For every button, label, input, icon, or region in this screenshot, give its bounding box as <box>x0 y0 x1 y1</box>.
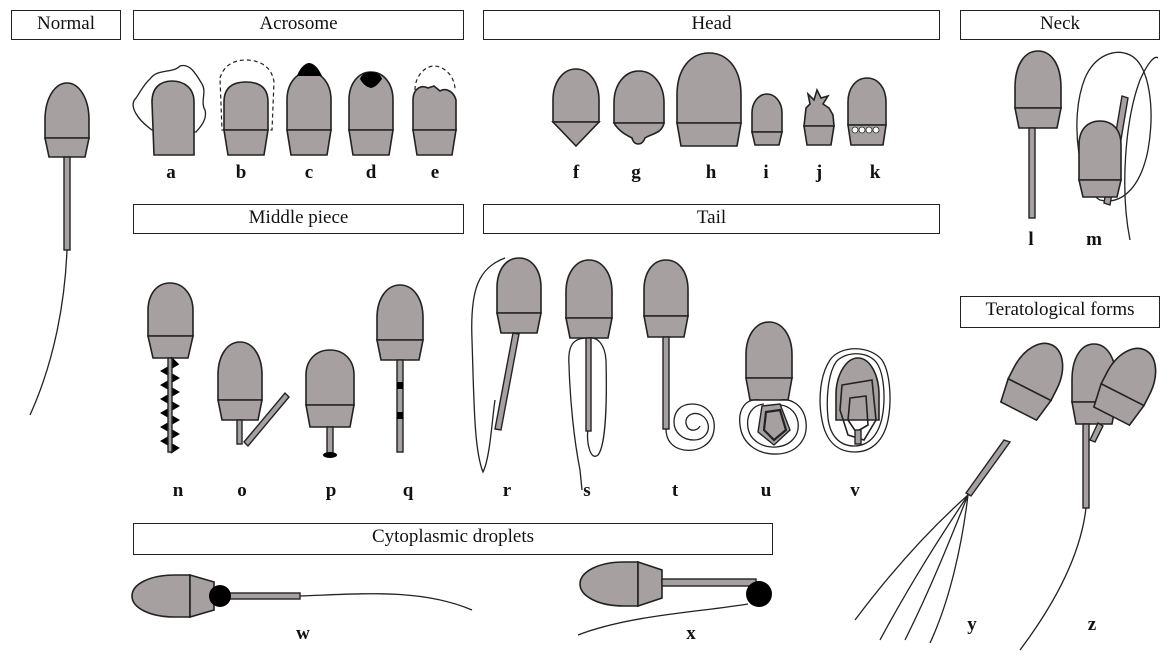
sperm-tail-t <box>644 260 714 450</box>
sperm-head-j <box>804 90 834 145</box>
sperm-tail-r <box>472 258 541 472</box>
sperm-teratological-y <box>855 334 1074 643</box>
label-t: t <box>672 480 678 502</box>
label-q: q <box>403 480 414 502</box>
sperm-middle-piece-p <box>306 350 354 458</box>
label-a: a <box>166 162 176 184</box>
label-r: r <box>503 480 511 502</box>
sperm-head-f <box>553 69 599 146</box>
label-c: c <box>305 162 313 184</box>
sperm-middle-piece-o <box>218 342 289 446</box>
sperm-neck-m <box>1077 52 1158 240</box>
label-o: o <box>237 480 247 502</box>
sperm-cytoplasmic-x <box>578 562 772 635</box>
label-u: u <box>761 480 772 502</box>
label-k: k <box>870 162 881 184</box>
label-g: g <box>631 162 641 184</box>
label-s: s <box>583 480 590 502</box>
label-h: h <box>706 162 717 184</box>
label-m: m <box>1086 229 1102 251</box>
label-f: f <box>573 162 579 184</box>
label-v: v <box>850 480 860 502</box>
sperm-acrosome-c <box>287 63 331 155</box>
label-i: i <box>763 162 768 184</box>
label-z: z <box>1088 614 1096 636</box>
label-w: w <box>296 623 310 645</box>
sperm-head-i <box>752 94 782 145</box>
label-b: b <box>236 162 247 184</box>
label-j: j <box>816 162 822 184</box>
sperm-head-k <box>848 78 886 145</box>
label-d: d <box>366 162 377 184</box>
sperm-tail-u <box>740 322 807 454</box>
label-l: l <box>1028 229 1033 251</box>
sperm-normal <box>30 83 89 415</box>
label-y: y <box>967 614 977 636</box>
sperm-acrosome-d <box>349 72 393 155</box>
label-x: x <box>686 623 696 645</box>
sperm-acrosome-a <box>133 65 205 155</box>
sperm-head-g <box>614 71 664 144</box>
sperm-tail-s <box>566 260 612 490</box>
sperm-neck-l <box>1015 51 1061 218</box>
sperm-middle-piece-q <box>377 285 423 452</box>
label-n: n <box>173 480 184 502</box>
sperm-head-h <box>677 53 741 146</box>
label-e: e <box>431 162 439 184</box>
sperm-acrosome-b <box>220 60 274 155</box>
sperm-acrosome-e <box>413 66 456 155</box>
sperm-middle-piece-n <box>148 283 193 452</box>
sperm-cytoplasmic-w <box>132 575 472 617</box>
label-p: p <box>326 480 337 502</box>
sperm-tail-v <box>820 349 890 452</box>
